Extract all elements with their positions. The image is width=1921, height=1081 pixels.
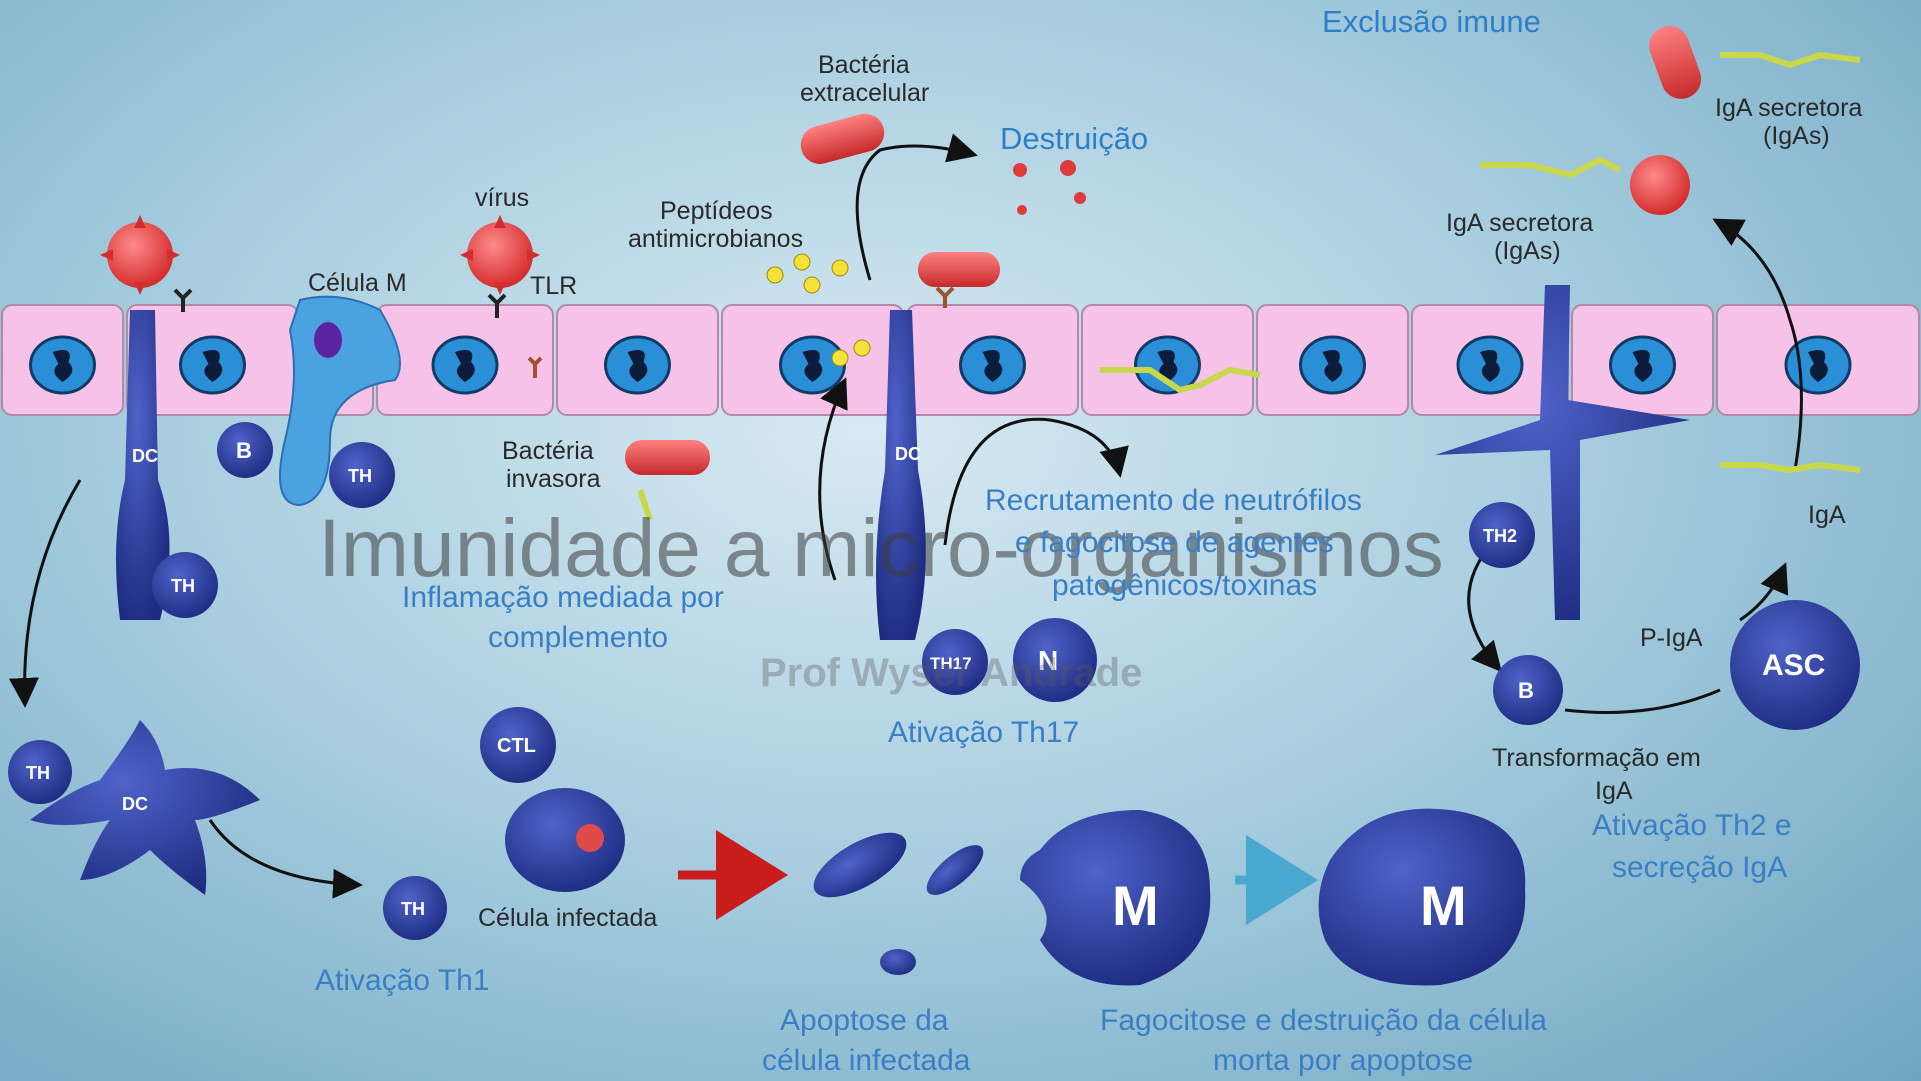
- label-bacteria-extra-1: Bactéria: [818, 52, 910, 79]
- m-label-left: M: [1112, 874, 1159, 937]
- label-bacteria-extra-2: extracelular: [800, 80, 929, 107]
- label-celula-infectada: Célula infectada: [478, 905, 657, 932]
- label-inflamacao-2: complemento: [488, 622, 668, 654]
- dc-label-middle: DC: [895, 444, 921, 464]
- dc-label-bottom: DC: [122, 794, 148, 814]
- label-bacteria-invasora-2: invasora: [506, 466, 601, 493]
- th-cell-th1: TH: [383, 876, 447, 940]
- bacteria-extracellular-icon: [797, 110, 889, 169]
- label-tlr: TLR: [530, 273, 577, 300]
- label-iga-secretora-mid-b: (IgAs): [1494, 238, 1561, 265]
- label-iga-secretora-mid-a: IgA secretora: [1446, 210, 1593, 237]
- watermark-author: Prof Wyser Andrade: [760, 652, 1142, 695]
- label-fagocitose-2: morta por apoptose: [1213, 1045, 1473, 1077]
- asc-cell: ASC: [1730, 600, 1860, 730]
- th-label-th1: TH: [401, 899, 425, 919]
- label-recrutamento-2: e fagocitose de agentes: [1015, 527, 1334, 559]
- label-apoptose-1: Apoptose da: [780, 1005, 948, 1037]
- th-cell-bottom-left: TH: [8, 740, 72, 804]
- macrophage-left: M: [1020, 810, 1210, 985]
- label-fagocitose-1: Fagocitose e destruição da célula: [1100, 1005, 1547, 1037]
- th-label-lower: TH: [171, 576, 195, 596]
- th-label-bottom-left: TH: [26, 763, 50, 783]
- label-transformacao-2: IgA: [1595, 778, 1633, 805]
- label-virus: vírus: [475, 185, 529, 212]
- th-label-upper: TH: [348, 466, 372, 486]
- arrow-dc-to-th1: [210, 820, 360, 885]
- label-iga-secretora-top-a: IgA secretora: [1715, 95, 1862, 122]
- th2-cell: TH2: [1469, 502, 1535, 568]
- bacteria-top-right-icon: [1644, 20, 1707, 104]
- destruction-fragments: [1013, 160, 1086, 215]
- virus-icon-middle: [460, 215, 540, 295]
- epithelium-layer: [2, 305, 1919, 415]
- label-bacteria-invasora-1: Bactéria: [502, 438, 594, 465]
- th2-label: TH2: [1483, 526, 1517, 546]
- virus-icon-left: [100, 215, 180, 295]
- label-transformacao-1: Transformação em: [1492, 745, 1701, 772]
- label-ativacao-th1: Ativação Th1: [315, 965, 490, 997]
- label-apoptose-2: célula infectada: [762, 1045, 970, 1077]
- label-inflamacao-1: Inflamação mediada por: [402, 582, 724, 614]
- th-cell-upper: TH: [329, 442, 395, 508]
- b-cell-right: B: [1493, 655, 1563, 725]
- label-recrutamento-3: patogênicos/toxinas: [1052, 570, 1317, 602]
- label-recrutamento-1: Recrutamento de neutrófilos: [985, 485, 1362, 517]
- label-iga-secretora-top-b: (IgAs): [1763, 123, 1830, 150]
- label-iga: IgA: [1808, 502, 1846, 529]
- infected-cell: [505, 788, 625, 892]
- virus-icon-right: [1630, 155, 1690, 215]
- ctl-cell: CTL: [480, 707, 556, 783]
- ctl-label: CTL: [497, 735, 536, 757]
- label-ativacao-th2-1: Ativação Th2 e: [1592, 810, 1792, 842]
- label-destruicao: Destruição: [1000, 122, 1148, 155]
- b-label-left: B: [236, 438, 252, 463]
- dc-label-left: DC: [132, 446, 158, 466]
- asc-label: ASC: [1762, 649, 1825, 682]
- arrow-dc-down: [25, 480, 80, 705]
- arrow-b-to-asc: [1565, 690, 1720, 713]
- label-peptideos-1: Peptídeos: [660, 198, 773, 225]
- bacteria-invasive-icon: [625, 440, 710, 475]
- label-peptideos-2: antimicrobianos: [628, 226, 803, 253]
- label-ativacao-th2-2: secreção IgA: [1612, 852, 1787, 884]
- th-cell-lower: TH: [152, 552, 218, 618]
- label-exclusao: Exclusão imune: [1322, 5, 1541, 38]
- b-cell-left: B: [217, 422, 273, 478]
- label-ativacao-th17: Ativação Th17: [888, 717, 1079, 749]
- bacteria-epithelium-icon: [918, 252, 1000, 287]
- label-p-iga: P-IgA: [1640, 625, 1703, 652]
- label-celula-m: Célula M: [308, 270, 407, 297]
- macrophage-right: M: [1319, 809, 1526, 986]
- dendritic-cell-bottom: DC: [30, 720, 260, 895]
- b-label-right: B: [1518, 678, 1534, 703]
- m-label-right: M: [1420, 874, 1467, 937]
- apoptotic-fragments: [804, 820, 991, 975]
